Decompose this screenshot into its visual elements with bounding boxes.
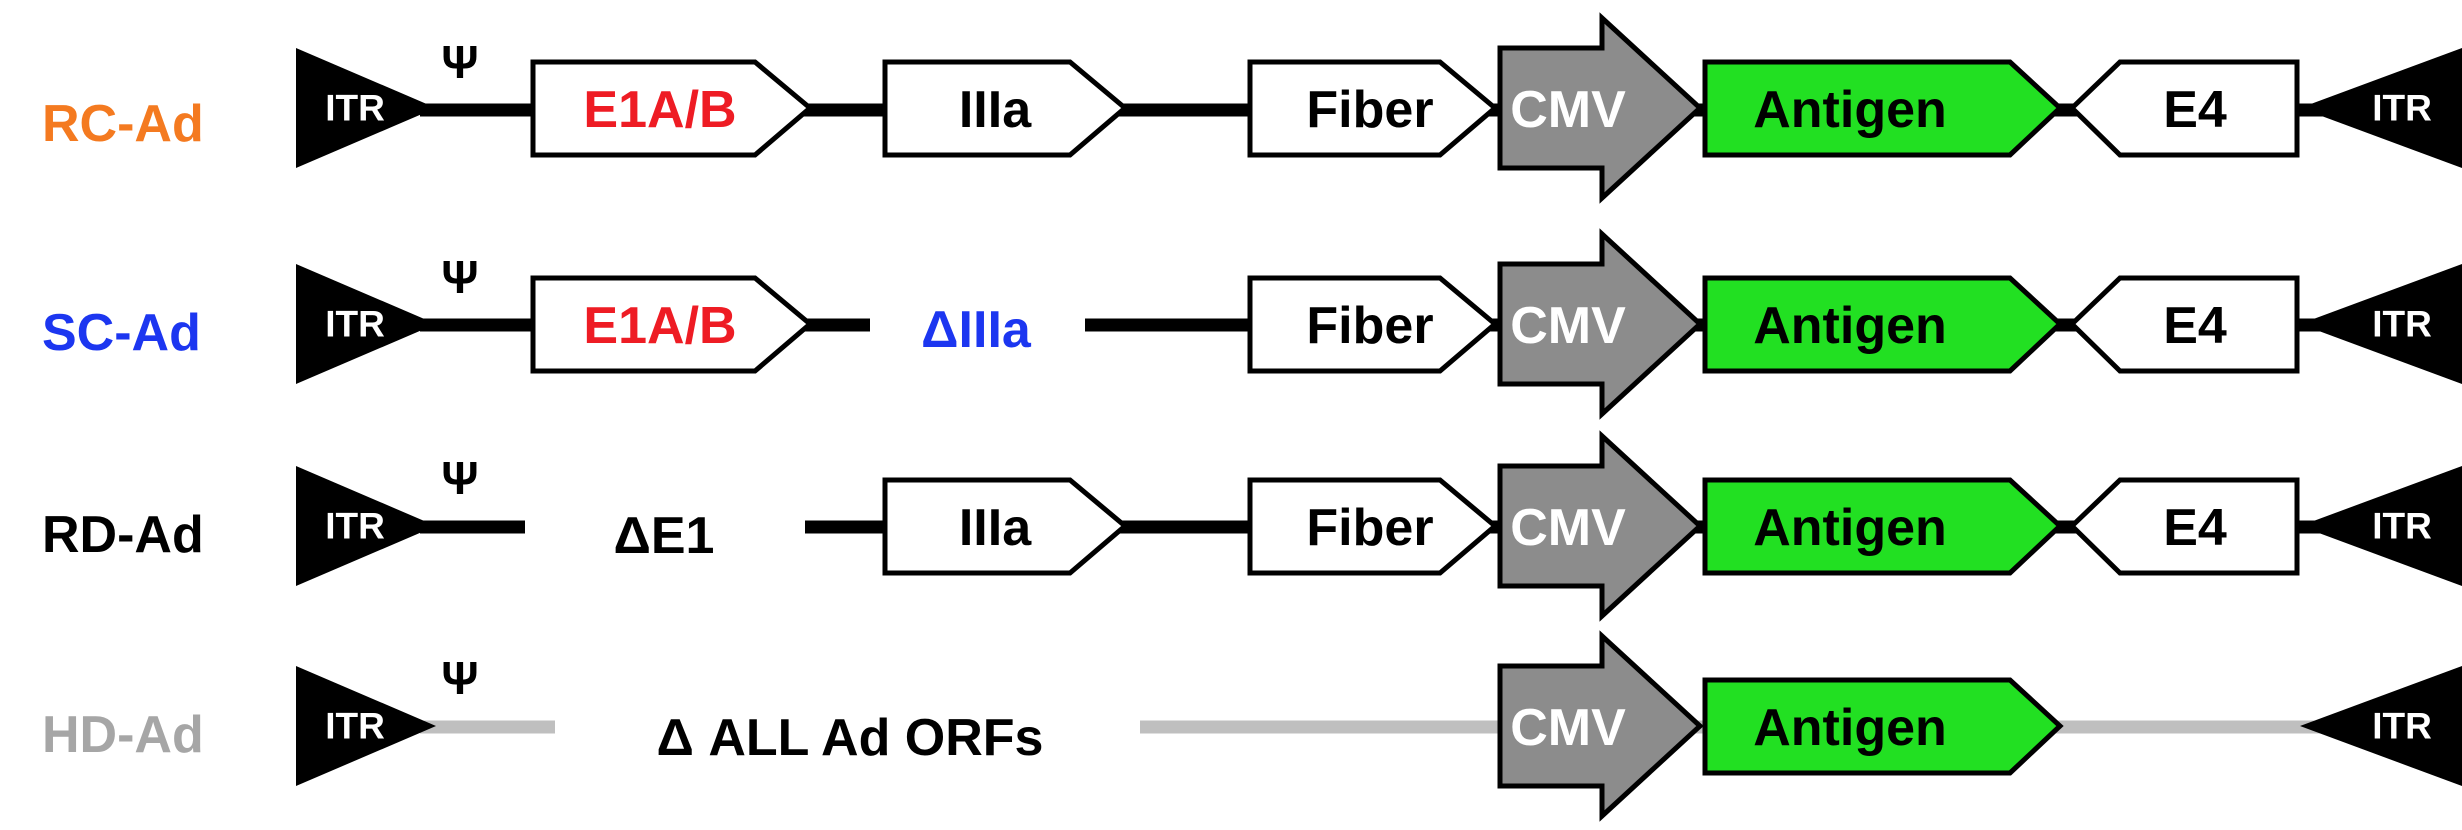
svg-text:Fiber: Fiber [1306, 499, 1433, 557]
psi-symbol: Ψ [441, 36, 478, 88]
gene-e4: E4 [2068, 59, 2300, 158]
promoter-cmv: CMV [1497, 430, 1704, 622]
svg-text:ITR: ITR [325, 706, 385, 747]
svg-text:Antigen: Antigen [1753, 297, 1947, 355]
gene-e4: E4 [2068, 275, 2300, 374]
svg-text:ITR: ITR [2372, 304, 2432, 345]
deletion-label: Δ ALL Ad ORFs [657, 709, 1044, 767]
row-label: SC-Ad [42, 304, 201, 362]
svg-text:Antigen: Antigen [1753, 699, 1947, 757]
gene-antigen: Antigen [1702, 677, 2064, 776]
row-label: RC-Ad [42, 95, 204, 153]
svg-text:Antigen: Antigen [1753, 499, 1947, 557]
itr-left: ITR [296, 466, 436, 586]
svg-text:Antigen: Antigen [1753, 81, 1947, 139]
construct-hd-ad: HD-Ad ITR Ψ Δ ALL Ad ORFs CMV Antigen IT… [42, 630, 2462, 822]
itr-right: ITR [2300, 48, 2462, 168]
construct-sc-ad: SC-Ad ITR Ψ E1A/B ΔIIIa Fiber CMV Antige… [42, 228, 2462, 420]
svg-text:IIIa: IIIa [959, 81, 1032, 139]
gene-fiber: Fiber [1247, 477, 1499, 576]
svg-text:E1A/B: E1A/B [583, 81, 736, 139]
itr-right: ITR [2300, 666, 2462, 786]
promoter-cmv: CMV [1497, 12, 1704, 204]
svg-text:CMV: CMV [1510, 699, 1626, 757]
svg-text:ITR: ITR [325, 88, 385, 129]
svg-text:Fiber: Fiber [1306, 297, 1433, 355]
psi-symbol: Ψ [441, 452, 478, 504]
svg-text:E4: E4 [2163, 81, 2227, 139]
svg-text:CMV: CMV [1510, 81, 1626, 139]
itr-right: ITR [2300, 264, 2462, 384]
psi-symbol: Ψ [441, 251, 478, 303]
gene-antigen: Antigen [1702, 275, 2064, 374]
gene-fiber: Fiber [1247, 59, 1499, 158]
itr-right: ITR [2300, 466, 2462, 586]
svg-text:ITR: ITR [2372, 506, 2432, 547]
itr-left: ITR [296, 48, 436, 168]
row-label: HD-Ad [42, 706, 204, 764]
svg-text:Fiber: Fiber [1306, 81, 1433, 139]
psi-symbol: Ψ [441, 652, 478, 704]
gene-antigen: Antigen [1702, 477, 2064, 576]
svg-text:CMV: CMV [1510, 297, 1626, 355]
svg-text:CMV: CMV [1510, 499, 1626, 557]
svg-text:E4: E4 [2163, 499, 2227, 557]
svg-text:E1A/B: E1A/B [583, 297, 736, 355]
gene-iiia: IIIa [882, 59, 1129, 158]
svg-text:ITR: ITR [325, 506, 385, 547]
promoter-cmv: CMV [1497, 630, 1704, 822]
svg-text:E4: E4 [2163, 297, 2227, 355]
promoter-cmv: CMV [1497, 228, 1704, 420]
deletion-label: ΔIIIa [921, 301, 1032, 359]
gene-e1ab: E1A/B [530, 59, 814, 158]
itr-left: ITR [296, 666, 436, 786]
svg-text:ITR: ITR [2372, 706, 2432, 747]
construct-rc-ad: RC-Ad ITR Ψ E1A/B IIIa Fiber CMV [42, 12, 2462, 204]
gene-iiia: IIIa [882, 477, 1129, 576]
svg-text:IIIa: IIIa [959, 499, 1032, 557]
deletion-label: ΔE1 [614, 507, 715, 565]
itr-left: ITR [296, 264, 436, 384]
svg-text:ITR: ITR [2372, 88, 2432, 129]
row-label: RD-Ad [42, 506, 204, 564]
svg-text:ITR: ITR [325, 304, 385, 345]
gene-antigen: Antigen [1702, 59, 2064, 158]
construct-rd-ad: RD-Ad ITR Ψ ΔE1 IIIa Fiber CMV Antigen E… [42, 430, 2462, 622]
gene-fiber: Fiber [1247, 275, 1499, 374]
gene-e1ab: E1A/B [530, 275, 814, 374]
gene-e4: E4 [2068, 477, 2300, 576]
